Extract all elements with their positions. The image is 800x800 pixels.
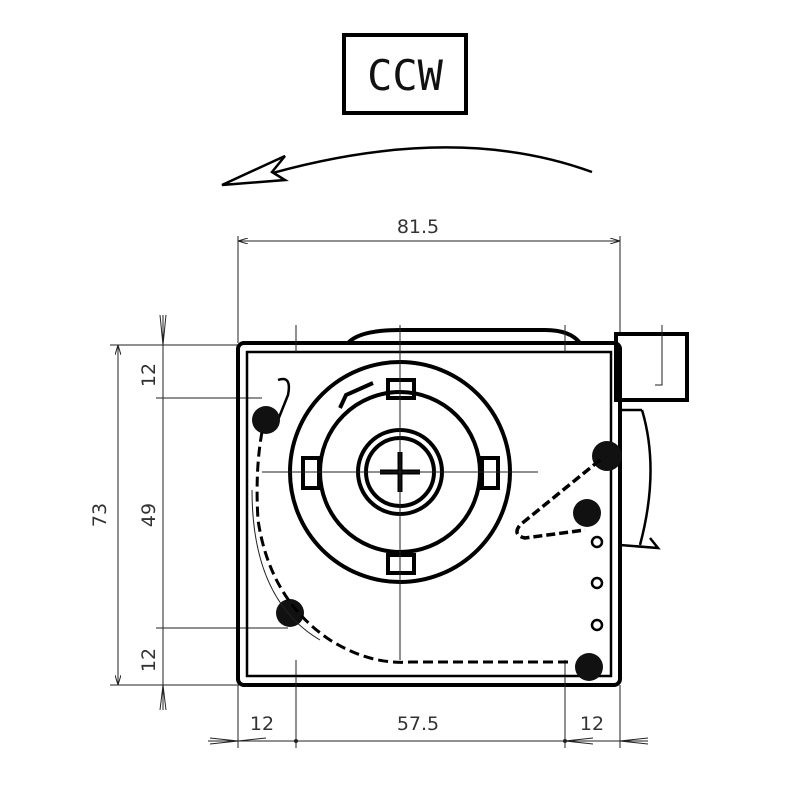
rotation-label-box: CCW	[342, 33, 468, 115]
dimension-label: 81.5	[397, 216, 439, 238]
dimension-label: 49	[138, 503, 160, 527]
rotation-arrow-icon	[221, 146, 593, 187]
blower-housing	[236, 325, 689, 700]
dimension-mount-vertical: 49 12 12	[138, 314, 288, 711]
dimension-bottom-chain: 12 57.5 12	[208, 660, 649, 748]
dimension-label: 73	[89, 503, 111, 527]
impeller	[262, 325, 538, 660]
dimension-overall-width: 81.5	[237, 216, 621, 343]
dimension-label: 12	[250, 713, 274, 735]
rotation-label: CCW	[367, 51, 444, 100]
dimension-overall-height: 73	[89, 344, 240, 686]
dimension-label: 12	[138, 363, 160, 387]
mounting-points	[251, 377, 622, 681]
dimension-label: 12	[138, 648, 160, 672]
dimension-label: 12	[580, 713, 604, 735]
dimension-label: 57.5	[397, 713, 439, 735]
